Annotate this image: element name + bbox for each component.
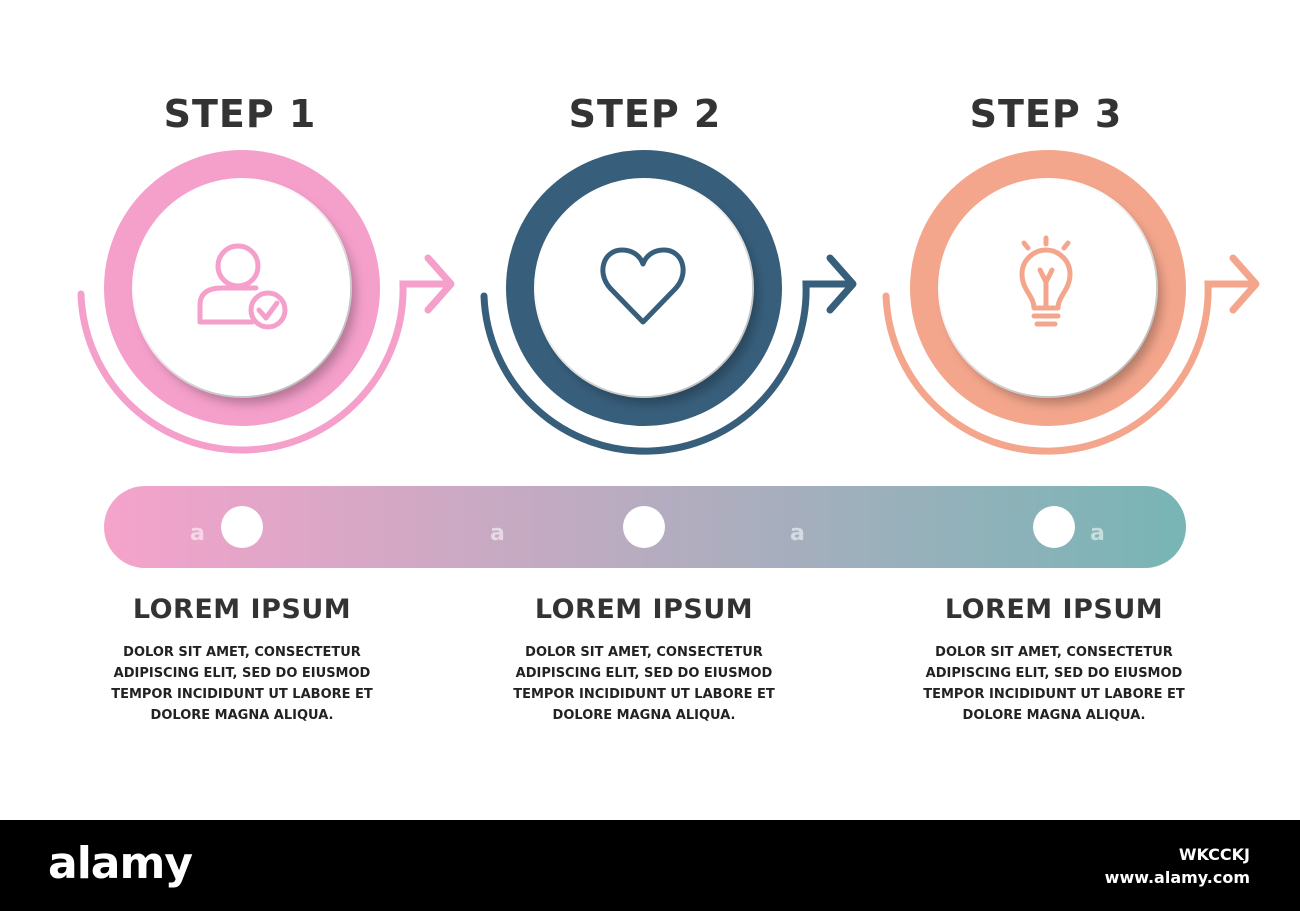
- step-3-description: DOLOR SIT AMET, CONSECTETUR ADIPISCING E…: [904, 642, 1204, 726]
- timeline-dot-1: [221, 506, 263, 548]
- timeline-dot-3: [1033, 506, 1075, 548]
- description-line: DOLOR SIT AMET, CONSECTETUR: [935, 645, 1173, 660]
- step-3-title: STEP 3: [969, 92, 1123, 136]
- alamy-logo: alamy: [48, 838, 193, 889]
- step-1-arc: [77, 280, 452, 454]
- step-3-heading: LOREM IPSUM: [944, 594, 1164, 625]
- description-line: DOLOR SIT AMET, CONSECTETUR: [123, 645, 361, 660]
- watermark-mark: a: [490, 521, 505, 546]
- step-2-heading: LOREM IPSUM: [534, 594, 754, 625]
- step-2-inner-disc: [536, 180, 752, 396]
- step-1-arrow-head: [424, 254, 455, 314]
- description-line: DOLOR SIT AMET, CONSECTETUR: [525, 645, 763, 660]
- step-3-arc: [882, 280, 1257, 455]
- step-1-graphic: [77, 150, 455, 454]
- watermark-mark: a: [1090, 521, 1105, 546]
- description-line: DOLORE MAGNA ALIQUA.: [150, 708, 334, 723]
- watermark-mark: a: [190, 521, 205, 546]
- lightbulb-icon: [1019, 235, 1073, 327]
- description-line: TEMPOR INCIDIDUNT UT LABORE ET: [513, 687, 775, 702]
- step-3-ring: [910, 150, 1186, 426]
- step-2-graphic: [480, 150, 857, 455]
- heart-icon: [600, 247, 686, 325]
- step-2-arrow-head: [826, 254, 857, 314]
- step-1-title: STEP 1: [163, 92, 317, 136]
- description-line: ADIPISCING ELIT, SED DO EIUSMOD: [515, 666, 773, 681]
- description-line: ADIPISCING ELIT, SED DO EIUSMOD: [113, 666, 371, 681]
- step-1-heading: LOREM IPSUM: [132, 594, 352, 625]
- watermark-mark: a: [790, 521, 805, 546]
- description-line: TEMPOR INCIDIDUNT UT LABORE ET: [923, 687, 1185, 702]
- step-2-title: STEP 2: [568, 92, 722, 136]
- steps-graphic: [77, 150, 1260, 455]
- description-line: DOLORE MAGNA ALIQUA.: [552, 708, 736, 723]
- description-line: DOLORE MAGNA ALIQUA.: [962, 708, 1146, 723]
- image-id: WKCCKJ: [1178, 845, 1250, 864]
- step-2-arc: [480, 280, 854, 455]
- step-2-ring: [506, 150, 782, 426]
- step-1-description: DOLOR SIT AMET, CONSECTETUR ADIPISCING E…: [92, 642, 392, 726]
- step-2-description: DOLOR SIT AMET, CONSECTETUR ADIPISCING E…: [494, 642, 794, 726]
- watermark-footer: [0, 820, 1300, 911]
- step-1-ring: [104, 150, 380, 426]
- site-url: www.alamy.com: [1104, 868, 1250, 887]
- timeline-dot-2: [623, 506, 665, 548]
- step-3-graphic: [882, 150, 1260, 455]
- description-line: ADIPISCING ELIT, SED DO EIUSMOD: [925, 666, 1183, 681]
- user-check-icon: [197, 243, 288, 330]
- description-line: TEMPOR INCIDIDUNT UT LABORE ET: [111, 687, 373, 702]
- step-3-arrow-head: [1229, 254, 1260, 314]
- infographic: STEP 1 STEP 2 STEP 3: [77, 92, 1260, 726]
